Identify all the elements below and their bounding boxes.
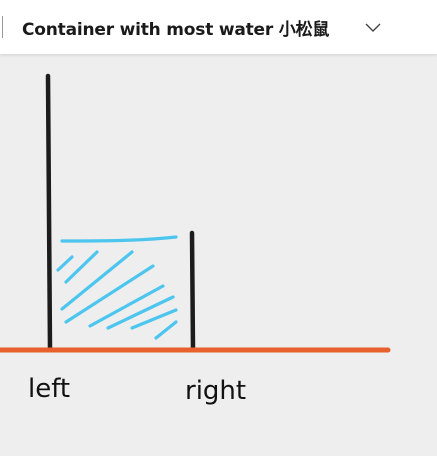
container-sketch	[0, 73, 391, 353]
drawing-canvas[interactable]: left right	[0, 54, 437, 452]
title-dropdown-button[interactable]	[362, 16, 384, 38]
right-wall-line	[189, 230, 196, 353]
page-title: Container with most water 小松鼠	[22, 19, 330, 40]
title-divider	[2, 16, 3, 38]
water-hatching	[56, 250, 178, 340]
title-bar: Container with most water 小松鼠	[0, 0, 437, 54]
left-wall-line	[45, 73, 53, 353]
right-pointer-label: right	[185, 376, 247, 406]
chevron-down-icon	[365, 23, 381, 32]
left-pointer-label: left	[28, 374, 71, 404]
water-surface-stroke	[60, 235, 178, 243]
